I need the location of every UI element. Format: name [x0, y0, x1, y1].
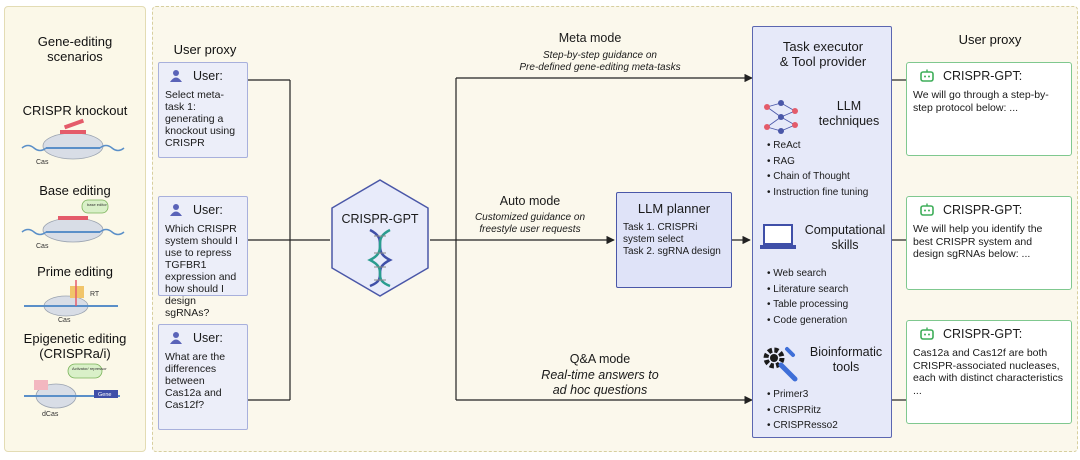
base-editing-illustration: base editor Cas	[21, 199, 125, 250]
list-item: Instruction fine tuning	[767, 185, 868, 201]
activator-label: Activator/ repressor	[72, 366, 107, 371]
meta-mode-desc-2: Pre-defined gene-editing meta-tasks	[519, 62, 681, 73]
user-box-qa: User: What are the differences between C…	[158, 324, 248, 430]
computational-skills-title: Computational skills	[797, 223, 893, 253]
planner-line-2: system select	[623, 234, 684, 245]
scenario-epigenetic-label: Epigenetic editing (CRISPRa/i)	[23, 331, 127, 361]
user-label: User:	[193, 203, 223, 217]
auto-mode-desc: Customized guidance on freestyle user re…	[450, 212, 610, 236]
base-cas-label: Cas	[36, 243, 49, 250]
scenario-prime-editing: Prime editing	[37, 264, 113, 279]
list-item: ReAct	[767, 138, 868, 154]
user-message: What are the differences between Cas12a …	[165, 351, 226, 411]
user-icon	[170, 70, 182, 82]
executor-title-1: Task executor	[782, 39, 864, 54]
gpt-message: We will go through a step-by-step protoc…	[913, 89, 1049, 114]
user-proxy-left-header: User proxy	[173, 42, 237, 57]
user-icon	[170, 204, 182, 216]
computational-skills-title-1: Computational	[804, 223, 886, 237]
dcas-label: dCas	[42, 411, 59, 418]
knockout-cas-label: Cas	[36, 159, 49, 166]
auto-mode-title: Auto mode	[499, 194, 561, 208]
bioinformatic-tools-title-2: tools	[832, 360, 860, 374]
list-item: RAG	[767, 154, 868, 170]
dna-icon	[367, 228, 393, 288]
list-item: Literature search	[767, 282, 848, 298]
gpt-message: Cas12a and Cas12f are both CRISPR-associ…	[913, 347, 1063, 397]
computational-skills-title-2: skills	[831, 238, 859, 252]
qa-mode-desc: Real-time answers to ad hoc questions	[510, 368, 690, 398]
user-label: User:	[193, 69, 223, 83]
planner-line-3: Task 2. sgRNA design	[623, 246, 721, 257]
qa-mode-desc-2: ad hoc questions	[552, 383, 648, 397]
bioinformatic-tools-list: Primer3 CRISPRitz CRISPResso2	[767, 387, 838, 434]
scenarios-header: Gene-editing scenarios	[37, 34, 113, 64]
gpt-reply-auto: CRISPR-GPT: We will help you identify th…	[906, 196, 1072, 290]
meta-mode-title: Meta mode	[558, 31, 622, 45]
llm-techniques-list: ReAct RAG Chain of Thought Instruction f…	[767, 138, 868, 200]
gpt-message: We will help you identify the best CRISP…	[913, 223, 1043, 260]
list-item: CRISPRitz	[767, 403, 838, 419]
planner-title: LLM planner	[637, 201, 711, 216]
auto-mode-desc-2: freestyle user requests	[479, 224, 581, 235]
tools-icon	[763, 347, 798, 382]
executor-title: Task executor & Tool provider	[753, 39, 893, 69]
robot-icon	[920, 69, 934, 82]
user-message: Which CRISPR system should I use to repr…	[165, 223, 238, 319]
qa-mode-title: Q&A mode	[569, 352, 631, 366]
robot-icon	[920, 203, 934, 216]
knockout-illustration: Cas	[21, 118, 125, 166]
gpt-reply-meta: CRISPR-GPT: We will go through a step-by…	[906, 62, 1072, 156]
qa-mode-desc-1: Real-time answers to	[541, 368, 659, 382]
laptop-icon	[760, 224, 796, 249]
scenario-base-editing: Base editing	[39, 183, 111, 198]
task-executor-panel: Task executor & Tool provider LLM techni…	[752, 26, 892, 438]
user-box-meta: User: Select meta-task 1: generating a k…	[158, 62, 248, 158]
user-message: Select meta-task 1: generating a knockou…	[165, 89, 236, 149]
crispr-gpt-hexagon	[331, 179, 429, 297]
list-item: Table processing	[767, 297, 848, 313]
user-box-auto: User: Which CRISPR system should I use t…	[158, 196, 248, 319]
llm-planner-box: LLM planner Task 1. CRISPRi system selec…	[616, 192, 732, 288]
prime-editing-illustration: RT Cas	[24, 280, 118, 324]
robot-icon	[920, 327, 934, 340]
list-item: Chain of Thought	[767, 169, 868, 185]
user-icon	[170, 332, 182, 344]
auto-mode-desc-1: Customized guidance on	[474, 212, 586, 223]
bioinformatic-tools-title-1: Bioinformatic	[809, 345, 883, 359]
list-item: Code generation	[767, 313, 848, 329]
list-item: Primer3	[767, 387, 838, 403]
computational-skills-list: Web search Literature search Table proce…	[767, 266, 848, 328]
neural-network-icon	[764, 100, 798, 134]
gpt-label: CRISPR-GPT:	[943, 68, 1023, 83]
scenario-epigenetic-editing: Epigenetic editing (CRISPRa/i)	[8, 331, 142, 361]
gpt-label: CRISPR-GPT:	[943, 202, 1023, 217]
executor-title-2: & Tool provider	[779, 54, 867, 69]
meta-mode-desc: Step-by-step guidance on Pre-defined gen…	[480, 50, 720, 74]
epigenetic-illustration: Activator/ repressor Gene dCas	[24, 363, 120, 418]
llm-techniques-title-1: LLM	[836, 99, 862, 113]
user-label: User:	[193, 331, 223, 345]
prime-cas-label: Cas	[58, 317, 71, 324]
list-item: Web search	[767, 266, 848, 282]
user-proxy-right-header: User proxy	[958, 32, 1022, 47]
crispr-gpt-label: CRISPR-GPT	[341, 212, 419, 226]
scenario-crispr-knockout: CRISPR knockout	[22, 103, 128, 118]
bioinformatic-tools-title: Bioinformatic tools	[801, 345, 891, 375]
base-editor-label: base editor	[87, 202, 107, 207]
llm-techniques-title-2: techniques	[818, 114, 880, 128]
gene-label: Gene	[98, 392, 111, 398]
planner-line-1: Task 1. CRISPRi	[623, 222, 698, 233]
prime-rt-label: RT	[90, 291, 100, 298]
gpt-reply-qa: CRISPR-GPT: Cas12a and Cas12f are both C…	[906, 320, 1072, 424]
list-item: CRISPResso2	[767, 418, 837, 434]
meta-mode-desc-1: Step-by-step guidance on	[543, 50, 657, 61]
llm-techniques-title: LLM techniques	[807, 99, 891, 129]
gpt-label: CRISPR-GPT:	[943, 326, 1023, 341]
